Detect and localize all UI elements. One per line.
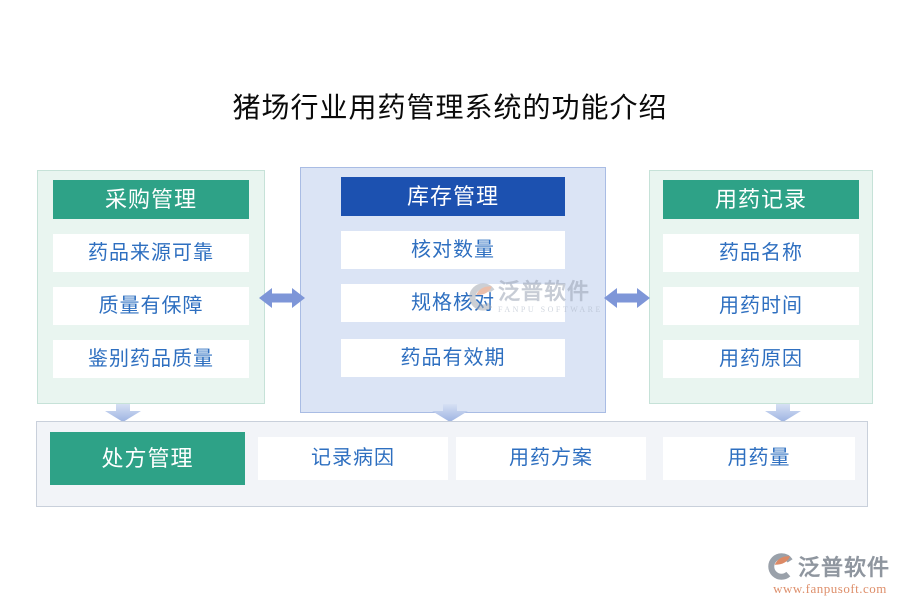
double-arrow-icon bbox=[604, 285, 650, 311]
medication-record-column: 用药记录 药品名称 用药时间 用药原因 bbox=[649, 170, 873, 404]
column-item: 规格核对 bbox=[341, 284, 565, 322]
page-title: 猪场行业用药管理系统的功能介绍 bbox=[232, 93, 668, 124]
fanpu-logo-icon bbox=[768, 552, 795, 580]
column-item: 用药时间 bbox=[663, 287, 859, 325]
column-header: 用药记录 bbox=[663, 180, 859, 219]
watermark-brand: 泛普软件 bbox=[798, 555, 891, 580]
down-arrow-icon bbox=[765, 404, 801, 422]
column-item: 核对数量 bbox=[341, 231, 565, 269]
inventory-column: 库存管理 核对数量 规格核对 药品有效期 bbox=[300, 167, 606, 413]
bottom-panel-item: 记录病因 bbox=[258, 437, 448, 480]
corner-watermark: 泛普软件 www.fanpusoft.com bbox=[767, 550, 893, 597]
watermark-url: www.fanpusoft.com bbox=[773, 581, 887, 596]
column-item: 用药原因 bbox=[663, 340, 859, 378]
bottom-panel-item: 用药量 bbox=[663, 437, 855, 480]
procurement-column: 采购管理 药品来源可靠 质量有保障 鉴别药品质量 bbox=[37, 170, 265, 404]
column-header: 库存管理 bbox=[341, 177, 565, 216]
down-arrow-icon bbox=[432, 404, 468, 422]
column-item: 鉴别药品质量 bbox=[53, 340, 249, 378]
column-item: 药品名称 bbox=[663, 234, 859, 272]
column-item: 质量有保障 bbox=[53, 287, 249, 325]
column-header: 采购管理 bbox=[53, 180, 249, 219]
bottom-panel-item: 用药方案 bbox=[456, 437, 646, 480]
bottom-panel-header: 处方管理 bbox=[50, 432, 245, 485]
double-arrow-icon bbox=[259, 285, 305, 311]
column-item: 药品有效期 bbox=[341, 339, 565, 377]
prescription-panel: 处方管理 记录病因 用药方案 用药量 bbox=[36, 421, 868, 507]
column-item: 药品来源可靠 bbox=[53, 234, 249, 272]
down-arrow-icon bbox=[105, 404, 141, 422]
